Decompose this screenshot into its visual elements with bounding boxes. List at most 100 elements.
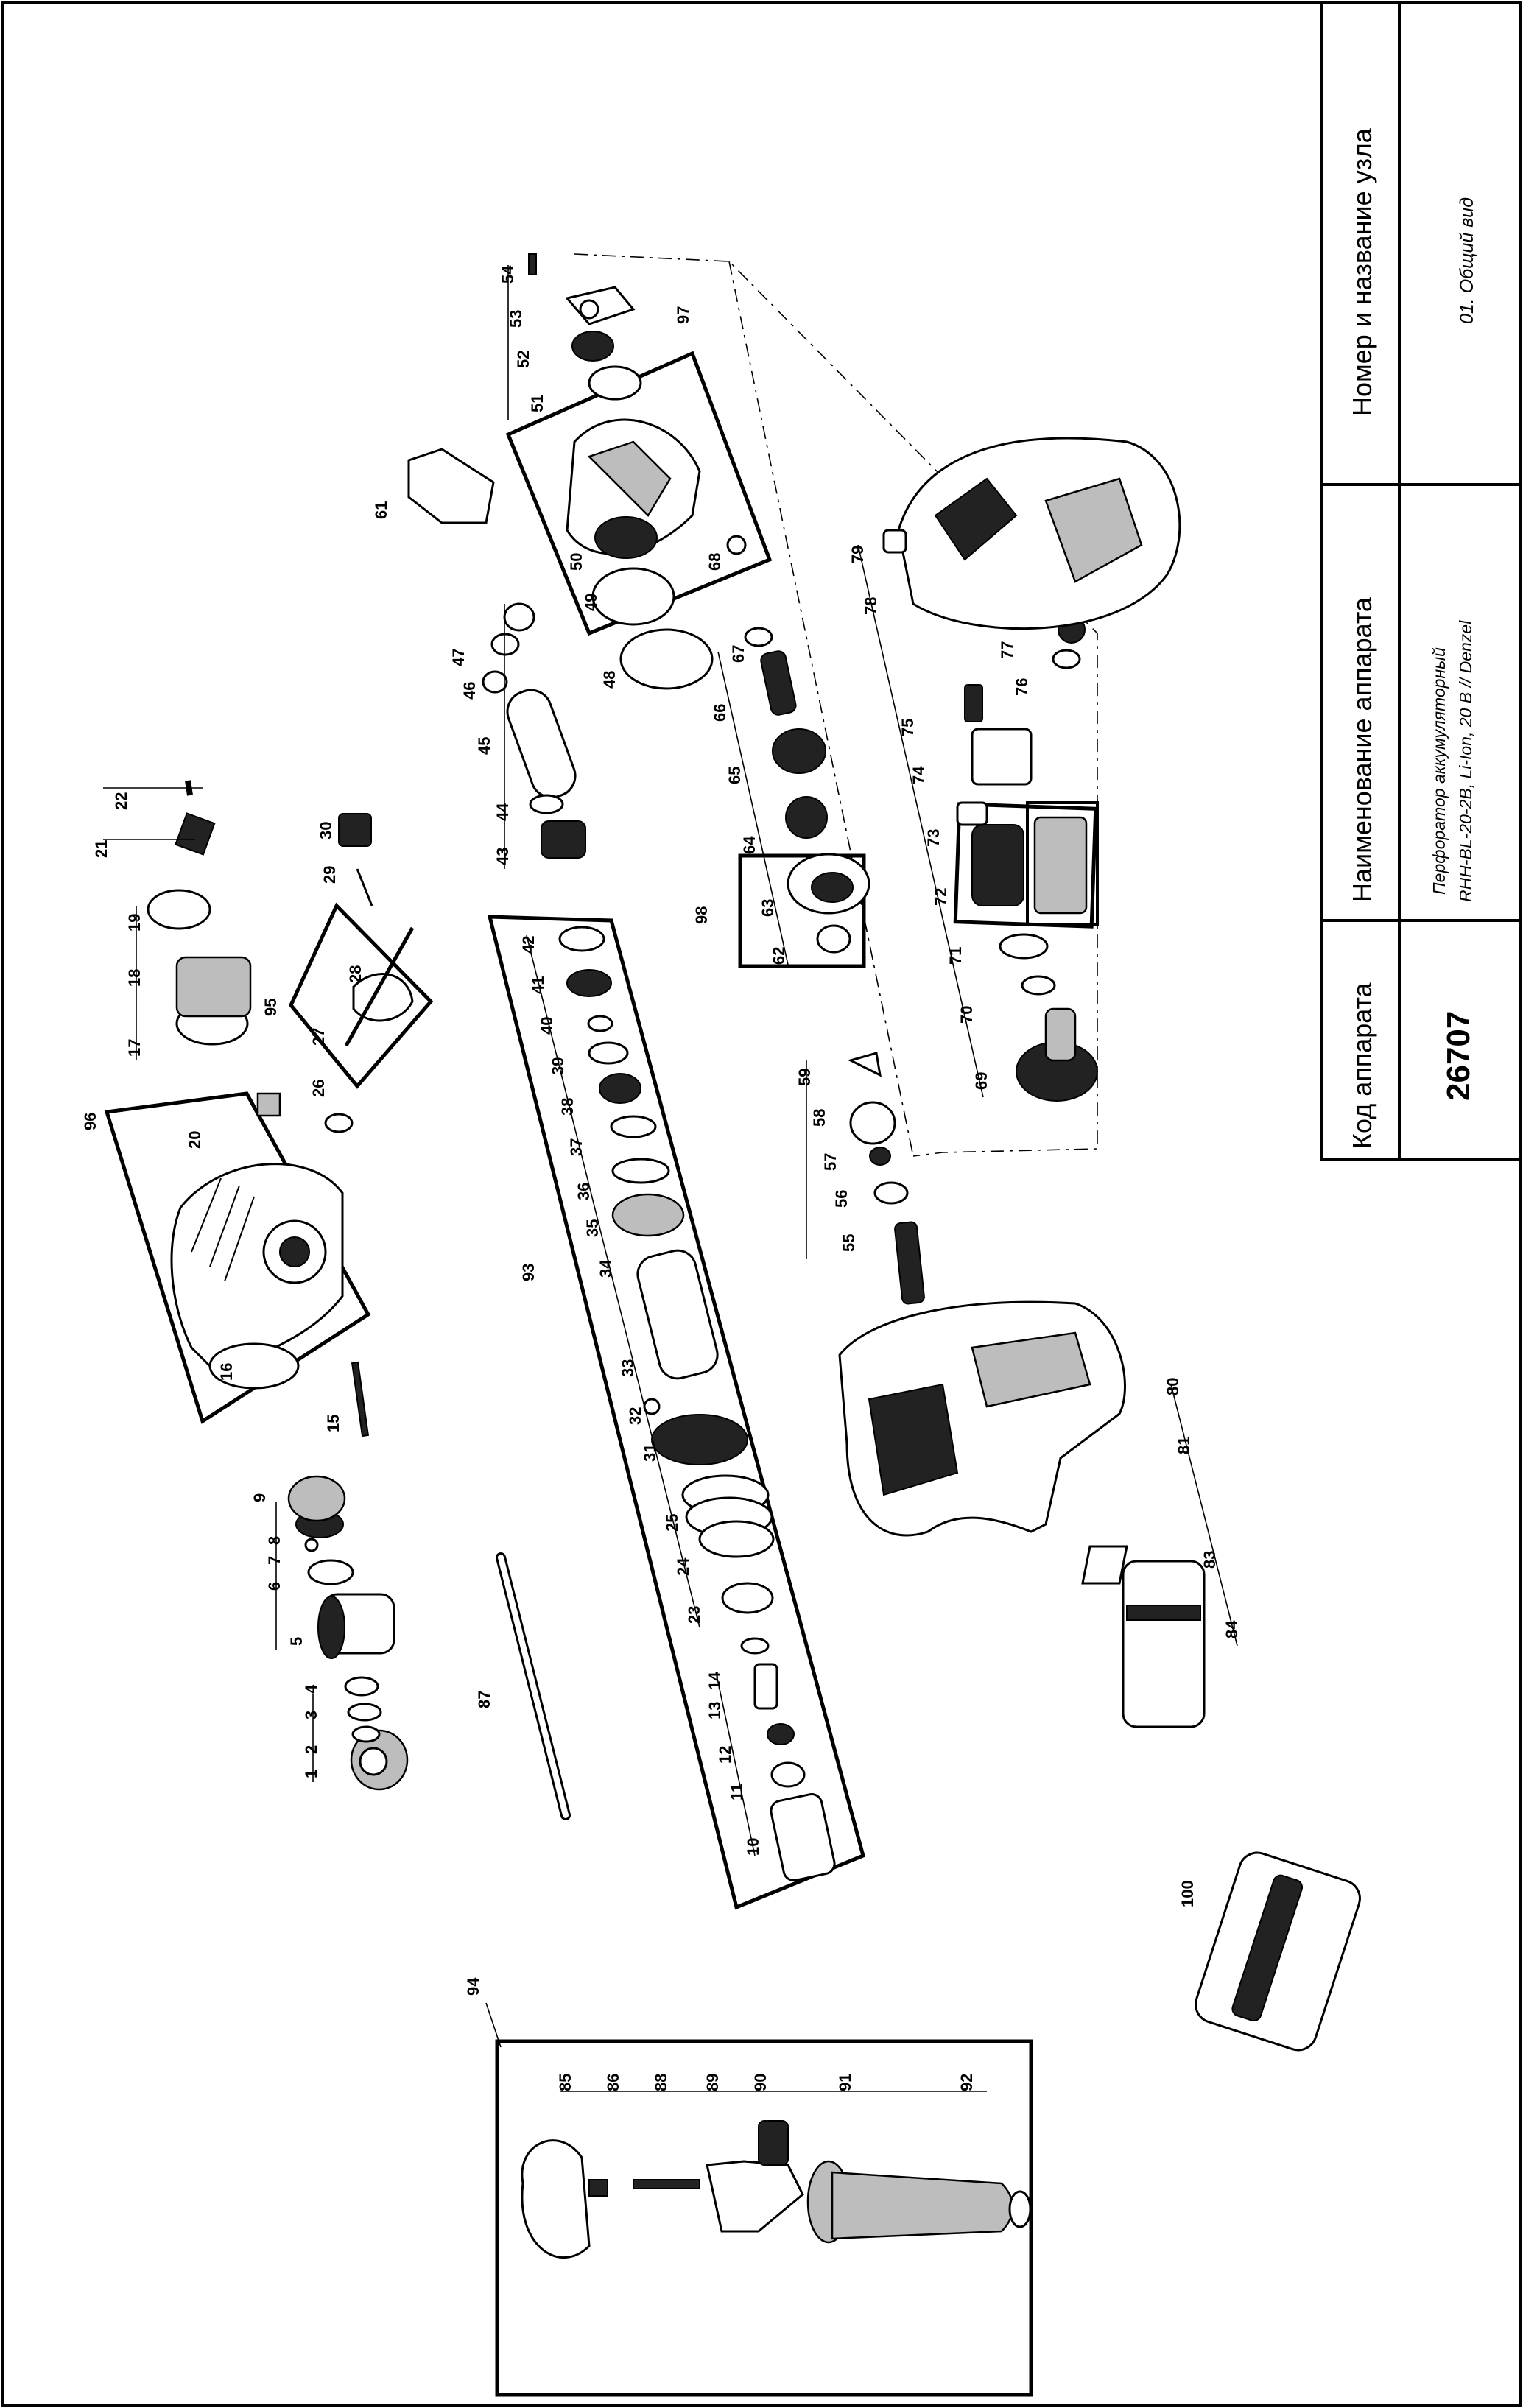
- callout-98: 98: [692, 906, 711, 924]
- callout-58: 58: [810, 1109, 829, 1127]
- callout-35: 35: [583, 1219, 602, 1237]
- callout-44: 44: [493, 803, 512, 821]
- sleeve-parts: [147, 889, 252, 1046]
- callout-62: 62: [770, 947, 788, 965]
- callout-11: 11: [728, 1784, 746, 1800]
- device-line2: RHH-BL-20-2В, Li-Ion, 20 В // Denzel: [1456, 620, 1475, 902]
- callout-32: 32: [626, 1407, 644, 1425]
- callout-7: 7: [265, 1556, 284, 1565]
- callout-57: 57: [821, 1153, 840, 1171]
- callout-27: 27: [309, 1028, 328, 1046]
- callout-74: 74: [910, 766, 928, 784]
- callout-68: 68: [706, 553, 724, 571]
- callout-2: 2: [302, 1745, 320, 1754]
- code-header: Код аппарата: [1347, 982, 1377, 1149]
- piston-parts: [482, 602, 586, 859]
- clutch-box-98: [738, 853, 866, 968]
- callout-96: 96: [81, 1113, 99, 1130]
- callout-23: 23: [685, 1606, 703, 1624]
- callout-13: 13: [706, 1702, 724, 1719]
- callout-26: 26: [309, 1080, 328, 1097]
- callout-15: 15: [324, 1415, 342, 1432]
- callout-90: 90: [751, 2074, 770, 2091]
- callout-1: 1: [302, 1770, 320, 1778]
- callout-20: 20: [186, 1131, 204, 1149]
- callout-19: 19: [125, 914, 144, 932]
- callout-85: 85: [556, 2074, 574, 2091]
- device-header: Наименование аппарата: [1347, 596, 1377, 902]
- callout-72: 72: [932, 888, 950, 906]
- gear-train-parts: [744, 627, 870, 954]
- housing-box-96: [104, 1091, 371, 1424]
- callout-75: 75: [898, 719, 917, 736]
- callout-91: 91: [836, 2074, 854, 2091]
- callout-37: 37: [567, 1138, 585, 1156]
- battery-100: [1195, 1851, 1361, 2052]
- callout-88: 88: [652, 2074, 670, 2091]
- callout-93: 93: [519, 1264, 538, 1281]
- callout-81: 81: [1175, 1437, 1193, 1454]
- leader-lines: [103, 265, 1238, 2092]
- callout-59: 59: [795, 1069, 814, 1086]
- callout-77: 77: [998, 641, 1016, 659]
- callout-92: 92: [957, 2074, 976, 2091]
- spindle-parts: [847, 1052, 925, 1305]
- callout-97: 97: [674, 306, 692, 324]
- callout-66: 66: [711, 704, 729, 722]
- callout-67: 67: [729, 645, 748, 663]
- main-housing: [838, 1300, 1206, 1728]
- callout-12: 12: [716, 1746, 734, 1764]
- callout-89: 89: [703, 2074, 722, 2091]
- callout-48: 48: [600, 671, 619, 689]
- callout-49: 49: [582, 594, 600, 611]
- callout-86: 86: [604, 2074, 622, 2091]
- motor-assembly-line: [574, 253, 1098, 1157]
- gear-assembly-box-93: [487, 915, 865, 1910]
- callout-76: 76: [1013, 678, 1031, 696]
- callout-100: 100: [1178, 1880, 1197, 1907]
- callout-47: 47: [449, 649, 468, 666]
- callout-34: 34: [597, 1259, 615, 1278]
- callout-56: 56: [832, 1190, 851, 1208]
- side-handle-parts: [521, 2120, 1032, 2259]
- callout-51: 51: [528, 395, 546, 412]
- callout-29: 29: [320, 866, 339, 884]
- node-header: Номер и название узла: [1347, 127, 1377, 416]
- callout-64: 64: [740, 836, 759, 854]
- callout-16: 16: [217, 1363, 236, 1381]
- callout-4: 4: [302, 1684, 320, 1694]
- callout-36: 36: [574, 1183, 593, 1200]
- callout-9: 9: [250, 1493, 269, 1502]
- callout-46: 46: [460, 682, 479, 700]
- chuck-parts: [287, 1475, 409, 1791]
- callout-87: 87: [475, 1691, 493, 1708]
- callout-73: 73: [924, 829, 943, 847]
- callout-95: 95: [261, 999, 280, 1016]
- motor-parts: [882, 437, 1181, 1102]
- callout-3: 3: [302, 1711, 320, 1719]
- bracket-61: [407, 448, 495, 524]
- callout-28: 28: [346, 965, 365, 983]
- callout-70: 70: [957, 1006, 976, 1024]
- callout-79: 79: [848, 546, 867, 563]
- gearbox-parts: [528, 253, 747, 690]
- device-line1: Перфоратор аккумуляторный: [1429, 647, 1449, 895]
- gear-assembly-internals: [558, 926, 836, 1881]
- callout-50: 50: [567, 553, 585, 571]
- callout-17: 17: [125, 1039, 144, 1057]
- callout-8: 8: [265, 1536, 284, 1545]
- code-value: 26707: [1441, 1011, 1477, 1101]
- callout-55: 55: [840, 1234, 858, 1252]
- callout-53: 53: [507, 310, 525, 328]
- title-block: Код аппарата 26707 Наименование аппарата…: [1320, 1, 1522, 1161]
- callout-94: 94: [464, 1977, 482, 1996]
- crank-parts: [324, 813, 415, 1133]
- callout-22: 22: [112, 792, 130, 810]
- callout-30: 30: [317, 822, 335, 839]
- callout-52: 52: [514, 351, 532, 368]
- callout-40: 40: [538, 1017, 556, 1035]
- callout-5: 5: [287, 1637, 306, 1646]
- callout-18: 18: [125, 969, 144, 987]
